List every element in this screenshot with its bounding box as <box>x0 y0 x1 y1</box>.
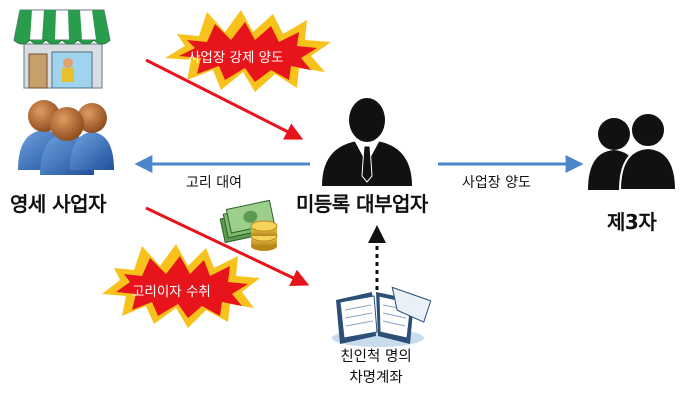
burst-forced-transfer <box>165 10 331 92</box>
forced-transfer-arrow <box>145 58 304 140</box>
edge-business-transfer: 사업장 양도 <box>462 175 531 191</box>
edge-interest-collection: 고리이자 수취 <box>132 284 211 300</box>
edge-usurious-loan: 고리 대여 <box>186 175 242 191</box>
people-group-icon <box>18 100 114 175</box>
node-lender: 미등록 대부업자 <box>296 192 428 216</box>
accounts-line-1: 친인척 명의 <box>340 349 412 365</box>
node-small-business: 영세 사업자 <box>10 192 106 216</box>
businessman-icon <box>322 98 412 186</box>
interest-collection-arrow <box>145 206 310 286</box>
node-accounts: 친인척 명의 차명계좌 <box>324 347 428 389</box>
third-party-icon <box>588 112 678 191</box>
bankbook-icon <box>332 286 432 347</box>
burst-interest-collection <box>102 244 260 328</box>
accounts-line-2: 차명계좌 <box>349 370 403 386</box>
node-third-party: 제3자 <box>607 210 657 234</box>
money-icon <box>219 199 278 251</box>
shop-icon <box>13 9 111 89</box>
edge-forced-transfer: 사업장 강제 양도 <box>188 50 284 66</box>
